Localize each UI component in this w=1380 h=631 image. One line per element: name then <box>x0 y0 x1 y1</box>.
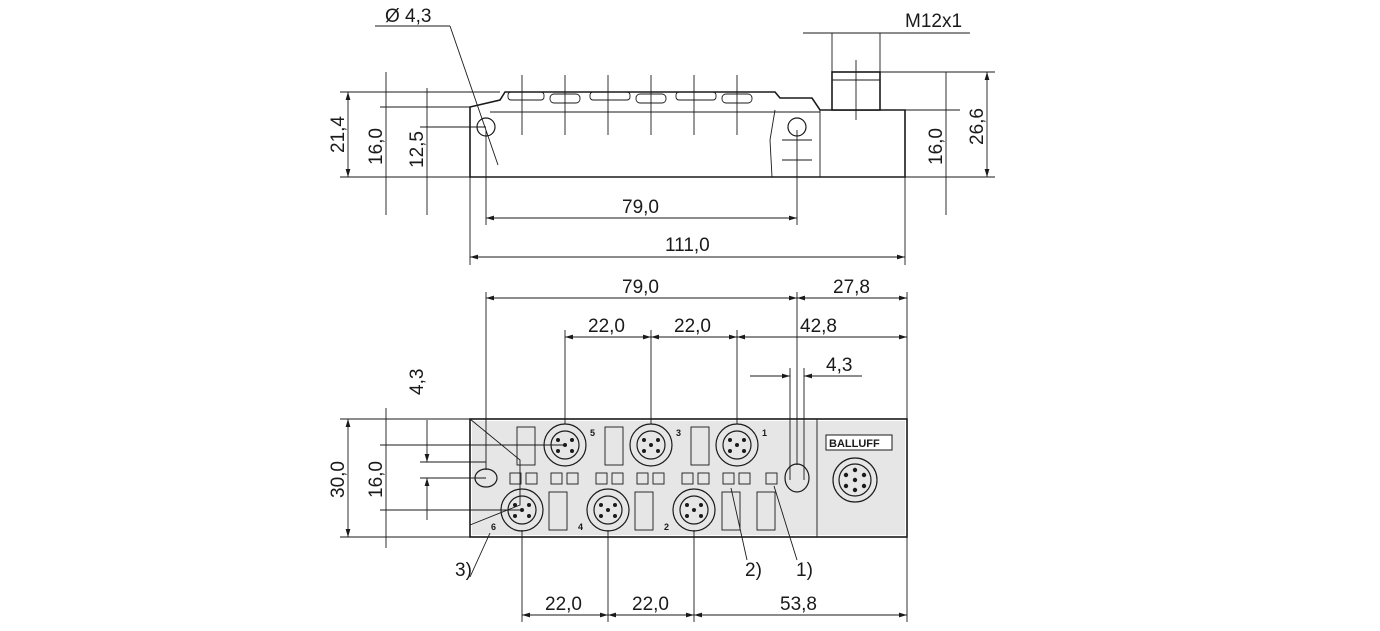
dim-width-inner: 16,0 <box>366 461 387 498</box>
dim-height-body: 16,0 <box>366 128 387 165</box>
dim-port-pitch-top-2: 22,0 <box>674 316 711 337</box>
callout-3: 3) <box>455 560 472 581</box>
port-number-4: 4 <box>578 522 583 532</box>
side-port-marks <box>521 75 738 135</box>
callout-1: 1) <box>796 560 813 581</box>
port-number-6: 6 <box>491 522 496 532</box>
dim-height-right-body: 16,0 <box>926 128 947 165</box>
callout-2: 2) <box>745 560 762 581</box>
dim-offset-bottom-right: 53,8 <box>780 594 817 615</box>
dim-hole-width: 4,3 <box>826 355 852 376</box>
dim-top-hole-spacing: 79,0 <box>622 277 659 298</box>
label-windows <box>516 426 776 531</box>
side-housing <box>469 91 906 178</box>
port-number-1: 1 <box>762 428 767 438</box>
dim-height-overall: 21,4 <box>328 116 349 153</box>
dim-length-overall: 111,0 <box>665 235 710 256</box>
dim-thread: M12x1 <box>905 11 962 32</box>
dim-offset-top: 4,3 <box>407 369 428 395</box>
dim-height-hole: 12,5 <box>407 131 428 168</box>
main-m12-socket <box>832 457 878 503</box>
port-socket-3 <box>629 423 673 467</box>
port-number-2: 2 <box>664 522 669 532</box>
led-row <box>509 472 778 485</box>
port-number-3: 3 <box>676 428 681 438</box>
dim-offset-right: 27,8 <box>833 277 870 298</box>
port-number-5: 5 <box>590 428 595 438</box>
dim-hole-diameter-symbol: Ø <box>385 6 400 27</box>
dim-port-pitch-bottom-1: 22,0 <box>545 594 582 615</box>
dim-port-pitch-bottom-2: 22,0 <box>632 594 669 615</box>
dim-height-connector: 26,6 <box>967 108 988 145</box>
top-view: 5 3 1 6 4 2 BALLUFF 79,0 27,8 <box>328 277 908 622</box>
svg-text:BALLUFF: BALLUFF <box>829 438 880 450</box>
dim-hole-diameter: 4,3 <box>405 6 431 27</box>
brand-logo <box>825 434 893 451</box>
side-view: Ø 4,3 M12x1 21,4 16,0 12,5 16,0 26,6 79,… <box>328 6 995 265</box>
dim-offset-hole-right: 42,8 <box>800 316 837 337</box>
dim-width-overall: 30,0 <box>328 461 349 498</box>
dim-port-pitch-top-1: 22,0 <box>588 316 625 337</box>
dim-hole-spacing: 79,0 <box>622 197 659 218</box>
